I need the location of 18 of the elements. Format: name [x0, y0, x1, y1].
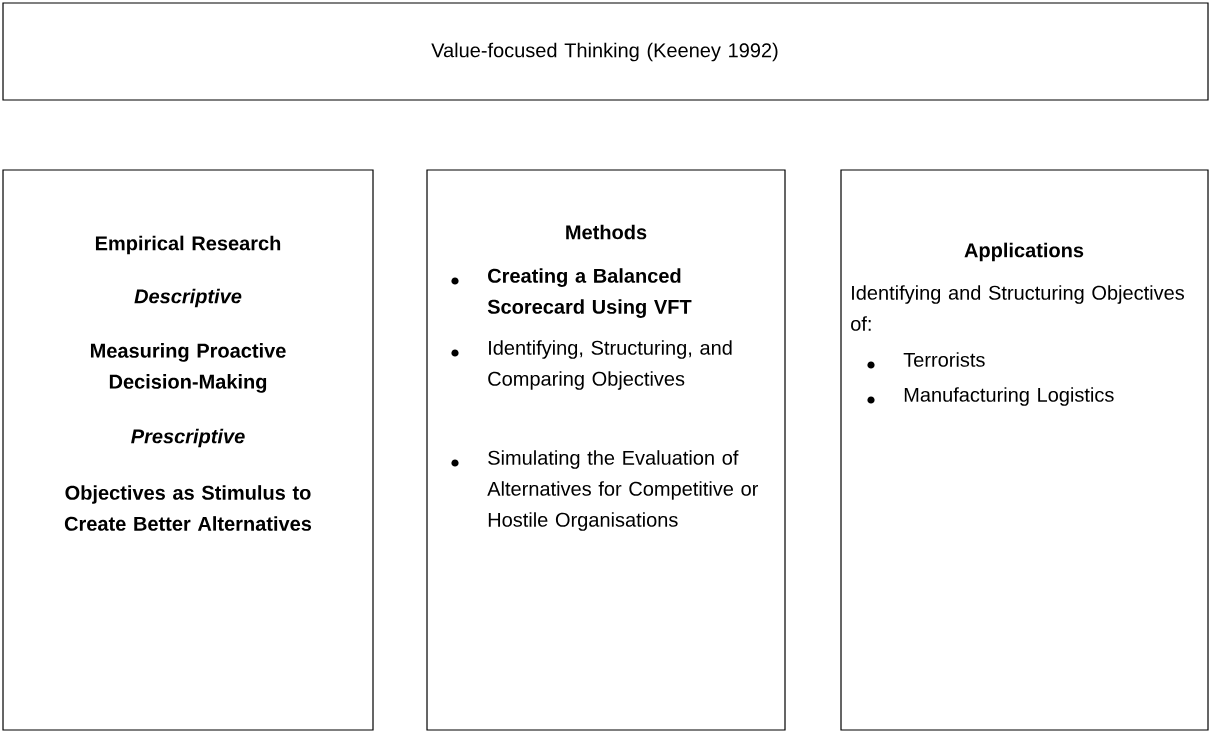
heading: Descriptive — [134, 288, 242, 308]
bullet-item: Creating a Balanced Scorecard Using VFT — [451, 268, 692, 318]
panel-box — [840, 169, 1209, 731]
title-box — [2, 2, 1209, 101]
bullet-item: Manufacturing Logistics — [867, 387, 1114, 406]
heading: Objectives as Stimulus to Create Better Alternatives — [64, 485, 312, 531]
heading: Measuring Proactive Decision-Making — [90, 343, 286, 393]
heading: Prescriptive — [131, 428, 245, 448]
panel-box — [426, 169, 786, 731]
heading: Methods — [566, 224, 647, 240]
heading: Value-focused Thinking (Keeney 1992) — [431, 42, 778, 62]
heading: Applications — [964, 242, 1084, 262]
bullet-item: Identifying, Structuring, and Comparing Objectives — [451, 340, 732, 390]
bullet-item: Terrorists — [867, 352, 985, 369]
bullet-item: Simulating the Evaluation of Alternatives for Competitive or Hostile Organisations — [451, 450, 758, 531]
panel-box — [2, 169, 374, 731]
intro-text: Identifying and Structuring Objectives of: — [851, 285, 1185, 331]
heading: Empirical Research — [95, 235, 281, 255]
